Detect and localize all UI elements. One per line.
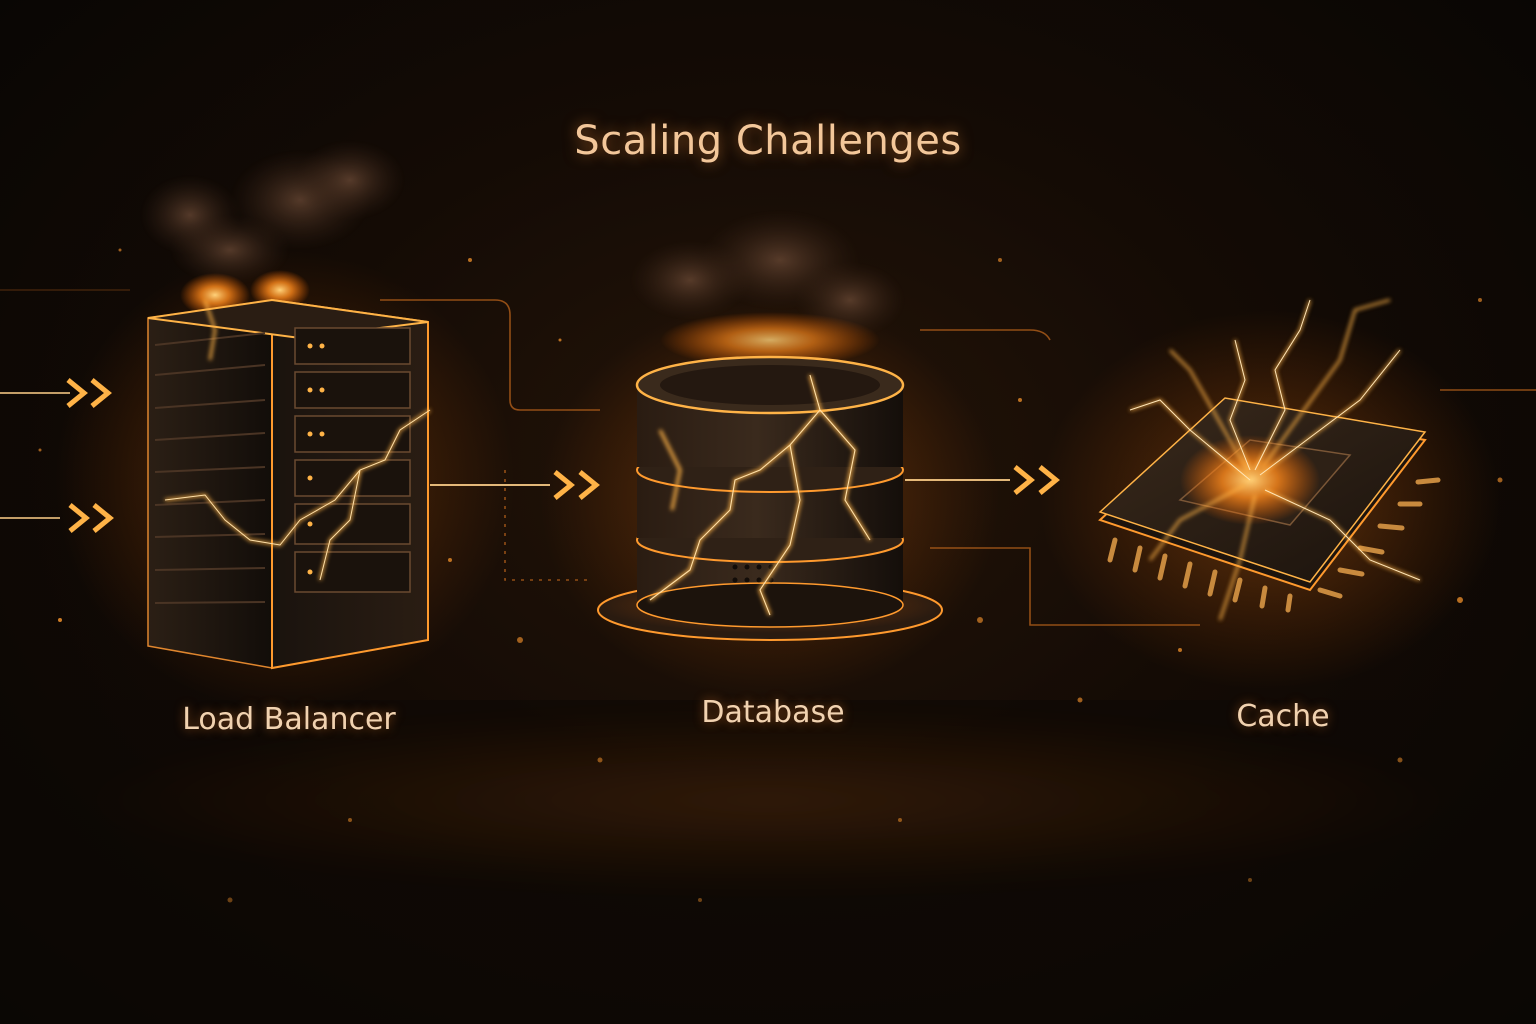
database-cylinder-icon	[597, 210, 943, 641]
connector-db-cache	[905, 465, 1060, 495]
ember-particles	[38, 248, 1503, 903]
connector-lb-db	[430, 470, 600, 500]
cache-label: Cache	[1236, 699, 1330, 734]
load-balancer-label: Load Balancer	[182, 702, 396, 737]
cpu-chip-icon	[1098, 298, 1441, 621]
circuit-traces	[0, 289, 1536, 626]
database-label: Database	[701, 695, 845, 730]
diagram-title: Scaling Challenges	[574, 118, 962, 164]
incoming-arrows	[0, 378, 114, 533]
server-rack-icon	[140, 140, 431, 670]
